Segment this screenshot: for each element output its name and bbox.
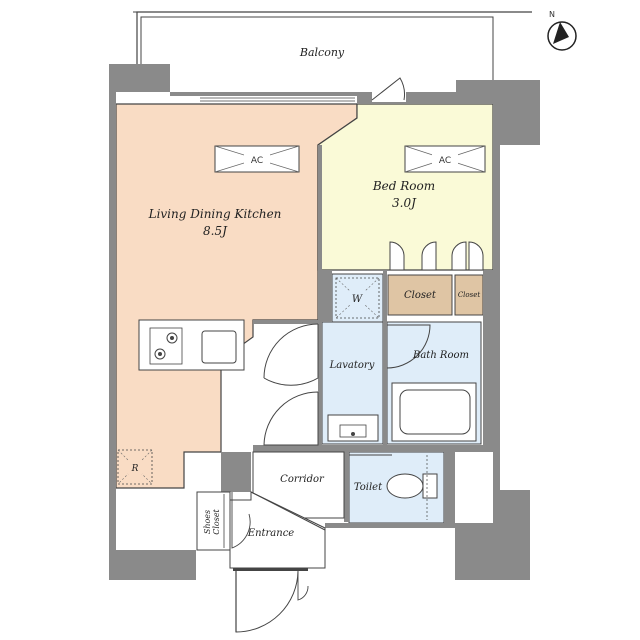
toilet: Toilet [349, 454, 438, 520]
refrigerator-space: R [117, 449, 153, 485]
refrigerator-label: R [131, 464, 139, 474]
bedroom-size: 3.0J [392, 196, 417, 210]
ldk-name: Living Dining Kitchen [148, 207, 282, 221]
washer-label: W [352, 294, 363, 305]
closet-small-label: Closet [458, 291, 481, 299]
corridor-door [263, 391, 319, 446]
front-door [233, 568, 309, 633]
bathtub-icon [391, 382, 477, 442]
kitchen-sink-icon [201, 330, 237, 364]
bathroom-door [386, 324, 431, 369]
stove-burner-icon [166, 332, 178, 344]
washer-icon: W [335, 277, 380, 319]
shoes-closet-label-2: Closet [212, 508, 221, 534]
balcony-label: Balcony [299, 46, 345, 59]
kitchen-counter [138, 319, 245, 371]
toilet-icon [386, 473, 438, 499]
corridor: Corridor [252, 451, 345, 519]
north-arrow-icon: N [547, 10, 577, 51]
sink-icon [327, 414, 379, 442]
ldk-door [263, 323, 319, 386]
closet-label: Closet [404, 290, 437, 301]
lavatory-label: Lavatory [329, 360, 375, 371]
closet-1 [387, 274, 453, 316]
ac-unit-ldk: AC [214, 145, 300, 173]
ac-label-bedroom: AC [439, 156, 451, 166]
shoes-closet: Shoes Closet [196, 491, 231, 551]
compass-label: N [549, 10, 555, 19]
toilet-label: Toilet [354, 482, 383, 493]
walls [109, 64, 540, 580]
bedroom-name: Bed Room [372, 179, 435, 193]
shoes-closet-label-1: Shoes [203, 510, 212, 534]
bathroom-label: Bath Room [412, 350, 469, 361]
corridor-label: Corridor [280, 474, 325, 485]
ac-unit-bedroom: AC [404, 145, 486, 173]
ac-label-ldk: AC [251, 156, 263, 166]
bedroom-balcony-door [371, 77, 406, 102]
entrance-label: Entrance [247, 528, 295, 539]
closet-2 [454, 274, 484, 316]
closet-doors [389, 241, 484, 271]
balcony: Balcony [133, 11, 532, 80]
entrance: Entrance [229, 491, 326, 569]
balcony-window [200, 97, 355, 102]
stove-burner-icon [154, 348, 166, 360]
ldk-size: 8.5J [203, 224, 228, 238]
